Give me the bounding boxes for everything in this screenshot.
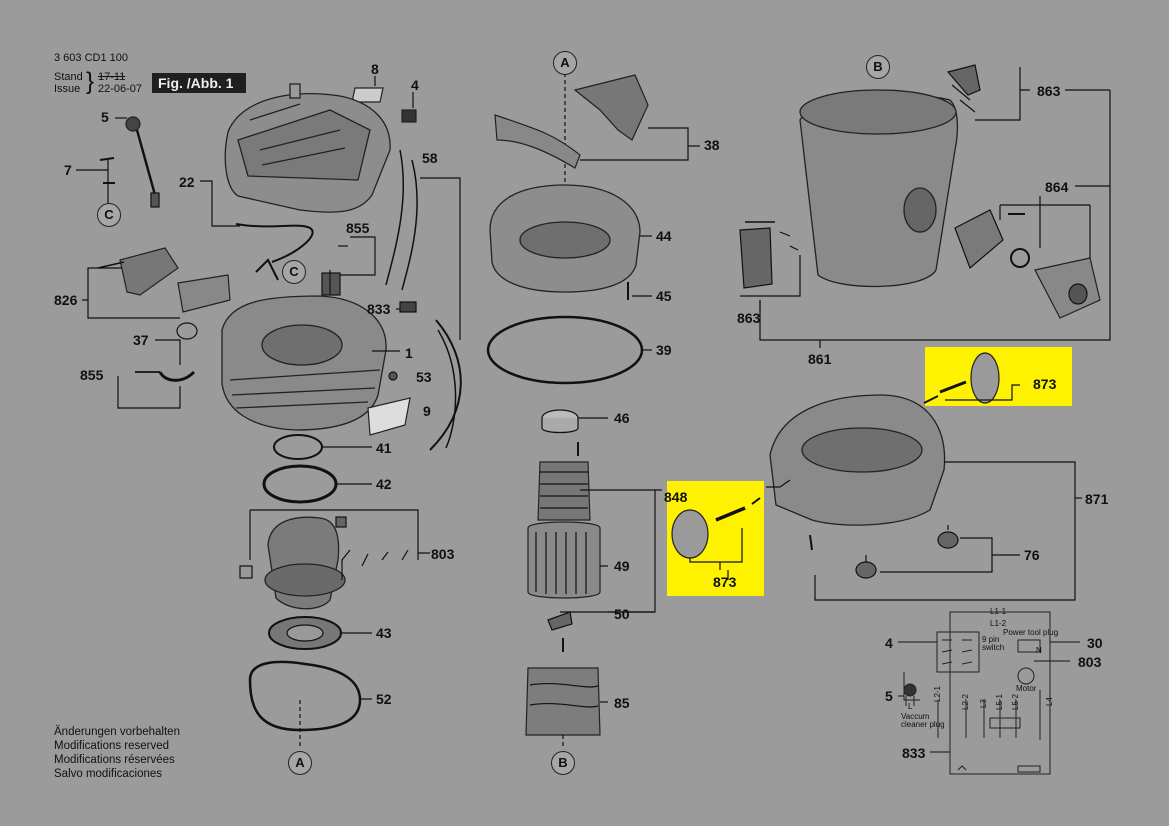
part-label-52: 52: [376, 691, 392, 707]
wiring-diagram: [903, 611, 1051, 775]
motor-label: Motor: [1016, 684, 1037, 693]
part-label-871: 871: [1085, 491, 1109, 507]
stand-date: 17-11: [98, 71, 126, 83]
wire-l5-1: L5-1: [995, 693, 1004, 710]
part-number: 3 603 CD1 100: [54, 52, 128, 64]
base: [769, 394, 946, 526]
filter-housing: [489, 184, 641, 293]
part-label-1: 1: [405, 345, 413, 361]
figure-label: Fig. /Abb. 1: [152, 73, 246, 93]
wiring-label-4: 4: [885, 635, 893, 651]
part-label-42: 42: [376, 476, 392, 492]
part-label-833: 833: [367, 301, 391, 317]
container: [799, 89, 959, 288]
part-label-803: 803: [431, 546, 455, 562]
footnote-en: Modifications reserved: [54, 740, 170, 752]
part-label-4: 4: [411, 77, 419, 93]
part-label-873-right: 873: [1033, 376, 1057, 392]
wiring-label-30: 30: [1087, 635, 1103, 651]
wire-l2-2: L2-2: [961, 693, 970, 710]
section-marker-a-top: A: [553, 51, 577, 75]
wire-l4: L4: [1045, 697, 1054, 706]
part-label-863-left: 863: [737, 310, 761, 326]
part-label-76: 76: [1024, 547, 1040, 563]
section-marker-b-top: B: [866, 55, 890, 79]
section-marker-b-bottom: B: [551, 751, 575, 775]
section-marker-c-mid: C: [282, 260, 306, 284]
wire-l1-1: L1-1: [990, 607, 1007, 616]
part-label-22: 22: [179, 174, 195, 190]
part-label-8: 8: [371, 61, 379, 77]
wiring-label-803: 803: [1078, 654, 1102, 670]
part-label-848: 848: [664, 489, 688, 505]
part-label-826: 826: [54, 292, 78, 308]
issue-date: 22-06-07: [98, 83, 143, 95]
section-marker-a-bottom: A: [288, 751, 312, 775]
footnote-de: Änderungen vorbehalten: [54, 726, 180, 738]
footnote-fr: Modifications réservées: [54, 754, 175, 766]
part-label-861: 861: [808, 351, 832, 367]
part-label-41: 41: [376, 440, 392, 456]
motor: [264, 516, 346, 610]
part-label-53: 53: [416, 369, 432, 385]
wire-l3: L3: [979, 699, 988, 708]
part-label-7: 7: [64, 162, 72, 178]
motor-cover: [224, 83, 391, 213]
part-label-58: 58: [422, 150, 438, 166]
wiring-label-833: 833: [902, 745, 926, 761]
pin-switch-label: 9 pin switch: [982, 635, 1005, 652]
issue-label: Issue: [54, 83, 81, 95]
neutral-label: N: [1036, 646, 1042, 655]
part-label-44: 44: [656, 228, 672, 244]
part-label-50: 50: [614, 606, 630, 622]
part-label-85: 85: [614, 695, 630, 711]
part-label-46: 46: [614, 410, 630, 426]
live-label: L: [908, 702, 913, 711]
wire-l1-2: L1-2: [990, 619, 1007, 628]
part-label-864: 864: [1045, 179, 1069, 195]
part-label-49: 49: [614, 558, 630, 574]
part-label-38: 38: [704, 137, 720, 153]
stand-label: Stand: [54, 71, 83, 83]
part-label-37: 37: [133, 332, 149, 348]
vacuum-plug-label: Vaccum cleaner plug: [901, 712, 945, 729]
wiring-label-5: 5: [885, 688, 893, 704]
part-label-5: 5: [101, 109, 109, 125]
motor-housing: [221, 295, 387, 431]
part-label-855-left: 855: [80, 367, 104, 383]
part-label-855-top: 855: [346, 220, 370, 236]
wire-l5-2: L5-2: [1011, 693, 1020, 710]
part-label-9: 9: [423, 403, 431, 419]
part-label-873-center: 873: [713, 574, 737, 590]
power-tool-plug-label: Power tool plug: [1003, 628, 1059, 637]
part-label-43: 43: [376, 625, 392, 641]
part-label-39: 39: [656, 342, 672, 358]
section-marker-c-left: C: [97, 203, 121, 227]
part-label-45: 45: [656, 288, 672, 304]
footnote-es: Salvo modificaciones: [54, 768, 163, 780]
brace-glyph: }: [86, 68, 95, 95]
part-label-863-top: 863: [1037, 83, 1061, 99]
wire-l2-1: L2-1: [933, 685, 942, 702]
